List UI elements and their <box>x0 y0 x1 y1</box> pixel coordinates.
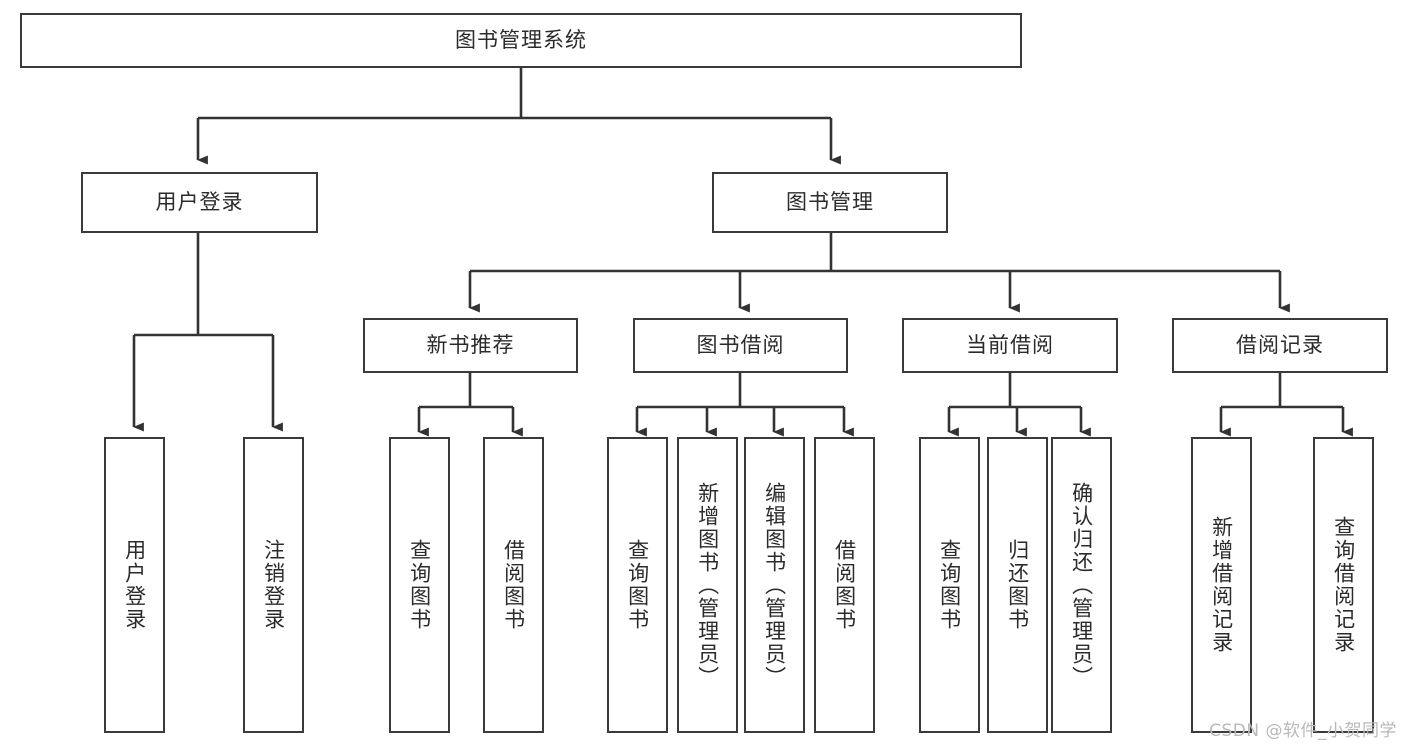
node-book-borrow[interactable]: 图书借阅 <box>633 318 848 373</box>
node-leaf-logout-login-label: 注销登录 <box>261 539 286 631</box>
node-leaf-borrow-book-2[interactable]: 借阅图书 <box>814 437 875 733</box>
node-leaf-borrow-book-2-label: 借阅图书 <box>832 539 857 631</box>
node-leaf-query-borrow-record-label: 查询借阅记录 <box>1331 516 1356 654</box>
node-leaf-logout-login[interactable]: 注销登录 <box>243 437 304 733</box>
node-leaf-add-book[interactable]: 新增图书（管理员） <box>677 437 738 733</box>
node-leaf-user-login[interactable]: 用户登录 <box>104 437 165 733</box>
node-leaf-query-borrow-record[interactable]: 查询借阅记录 <box>1313 437 1374 733</box>
node-user-login[interactable]: 用户登录 <box>81 172 318 233</box>
node-root[interactable]: 图书管理系统 <box>20 13 1022 68</box>
node-leaf-user-login-label: 用户登录 <box>122 539 147 631</box>
node-current-borrow-label: 当前借阅 <box>966 332 1054 357</box>
node-leaf-query-book-2-label: 查询图书 <box>625 539 650 631</box>
node-leaf-confirm-return[interactable]: 确认归还（管理员） <box>1051 437 1112 733</box>
node-leaf-confirm-return-label: 确认归还（管理员） <box>1069 481 1094 689</box>
node-borrow-record[interactable]: 借阅记录 <box>1172 318 1388 373</box>
node-leaf-edit-book-label: 编辑图书（管理员） <box>762 481 787 689</box>
node-current-borrow[interactable]: 当前借阅 <box>902 318 1118 373</box>
node-leaf-query-book-3-label: 查询图书 <box>937 539 962 631</box>
node-new-book-recommend[interactable]: 新书推荐 <box>363 318 578 373</box>
node-leaf-edit-book[interactable]: 编辑图书（管理员） <box>744 437 805 733</box>
node-book-manage[interactable]: 图书管理 <box>712 172 948 233</box>
node-new-book-recommend-label: 新书推荐 <box>426 332 515 357</box>
node-leaf-borrow-book-1[interactable]: 借阅图书 <box>483 437 544 733</box>
node-leaf-add-borrow-record[interactable]: 新增借阅记录 <box>1191 437 1252 733</box>
node-user-login-label: 用户登录 <box>155 189 244 214</box>
node-borrow-record-label: 借阅记录 <box>1236 332 1324 357</box>
node-leaf-return-book-label: 归还图书 <box>1005 539 1030 631</box>
node-leaf-query-book-3[interactable]: 查询图书 <box>919 437 980 733</box>
node-leaf-borrow-book-1-label: 借阅图书 <box>501 539 526 631</box>
node-leaf-add-borrow-record-label: 新增借阅记录 <box>1209 516 1234 654</box>
node-book-manage-label: 图书管理 <box>786 189 874 214</box>
node-leaf-add-book-label: 新增图书（管理员） <box>695 481 720 689</box>
node-root-label: 图书管理系统 <box>455 27 587 52</box>
watermark-text: CSDN @软件_小贺同学 <box>1209 721 1397 741</box>
node-book-borrow-label: 图书借阅 <box>696 332 785 357</box>
node-leaf-query-book-2[interactable]: 查询图书 <box>607 437 668 733</box>
node-leaf-query-book-1-label: 查询图书 <box>407 539 432 631</box>
node-leaf-query-book-1[interactable]: 查询图书 <box>389 437 450 733</box>
node-leaf-return-book[interactable]: 归还图书 <box>987 437 1048 733</box>
